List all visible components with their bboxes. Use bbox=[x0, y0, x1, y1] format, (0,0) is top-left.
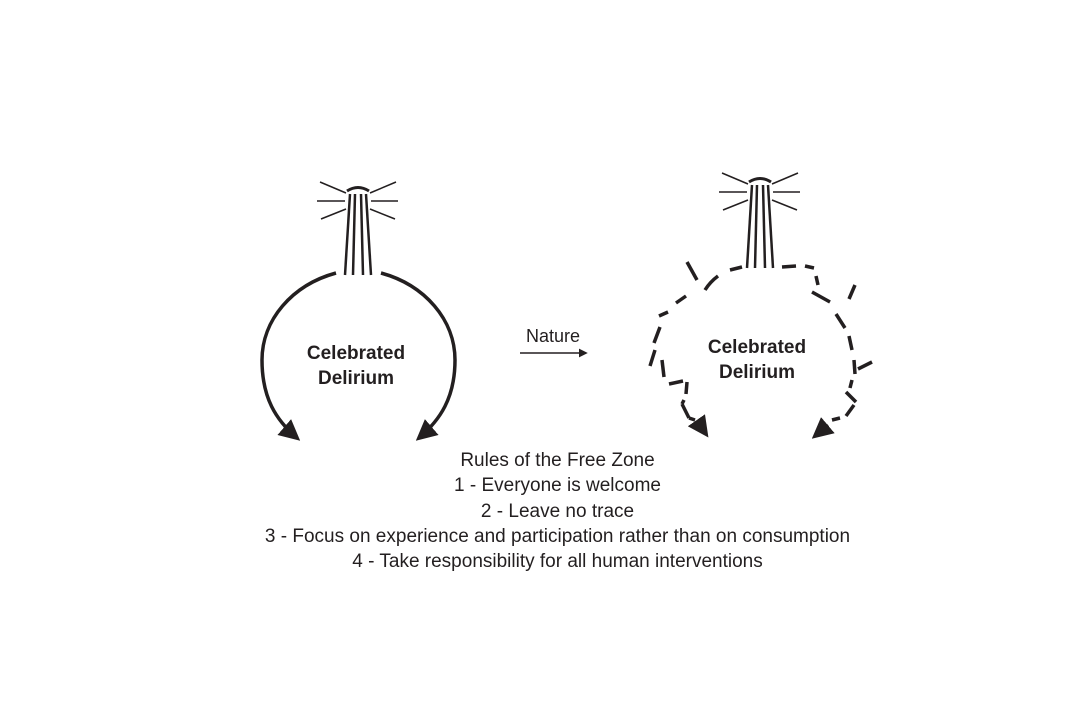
lamp-post-light-icon bbox=[719, 172, 800, 269]
rule-item: 3 - Focus on experience and participatio… bbox=[264, 525, 851, 547]
right-loop-broken-arc-left bbox=[648, 261, 743, 438]
free-zone-rules: Rules of the Free Zone 1 - Everyone is w… bbox=[0, 448, 1080, 574]
rule-item: 1 - Everyone is welcome bbox=[454, 475, 661, 497]
right-loop: Celebrated Delirium bbox=[648, 172, 873, 439]
right-loop-label-line1: Celebrated bbox=[708, 337, 806, 358]
rule-item: 4 - Take responsibility for all human in… bbox=[352, 551, 763, 573]
left-loop: Celebrated Delirium bbox=[260, 181, 457, 441]
lamp-post-light-icon bbox=[317, 181, 398, 276]
nature-label: Nature bbox=[526, 326, 580, 346]
nature-transition: Nature bbox=[520, 326, 588, 358]
left-loop-label-line1: Celebrated bbox=[307, 343, 405, 364]
left-loop-arc-left bbox=[260, 271, 337, 441]
right-loop-label-line2: Delirium bbox=[719, 362, 795, 383]
left-loop-arc-right bbox=[380, 271, 457, 441]
right-loop-broken-arc-right bbox=[781, 264, 873, 439]
left-loop-label-line2: Delirium bbox=[318, 368, 394, 389]
rule-item: 2 - Leave no trace bbox=[480, 500, 635, 522]
rules-title: Rules of the Free Zone bbox=[460, 450, 655, 471]
